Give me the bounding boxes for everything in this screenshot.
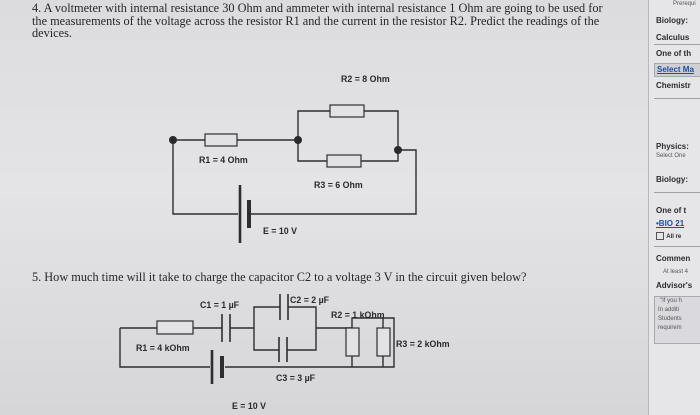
sidebar-note-line: requirem [658, 325, 682, 331]
c1-resistor-r1 [204, 133, 238, 147]
c2-resistor-r3 [376, 327, 391, 357]
c2-label-r1: R1 = 4 kOhm [136, 343, 190, 353]
c1-right-wire [250, 149, 417, 215]
c1-label-r1: R1 = 4 Ohm [199, 155, 248, 165]
c1-label-e: E = 10 V [263, 226, 297, 236]
c1-r3-wire-left [297, 140, 327, 162]
sidebar-physics-label: Physics: [656, 142, 689, 151]
c1-node [294, 136, 302, 144]
sidebar-biology2-label: Biology: [656, 175, 688, 184]
c2-label-c2: C2 = 2 µF [290, 295, 330, 305]
c1-label-r2: R2 = 8 Ohm [341, 74, 390, 84]
sidebar-select-major-dropdown[interactable]: Select Ma [654, 63, 700, 77]
sidebar-prereq-label: Prerequi [673, 1, 696, 7]
c2-label-c3: C3 = 3 µF [276, 373, 316, 383]
c1-r3-wire-right [361, 150, 399, 162]
c2-wire [351, 317, 395, 342]
sidebar-all-label: All re [666, 234, 682, 240]
circuit-2: C1 = 1 µF C2 = 2 µF R2 = 1 kOhm R1 = 4 k… [119, 294, 450, 411]
sidebar-comments-label: Commen [656, 254, 691, 263]
c2-resistor-r2 [345, 327, 360, 357]
c1-r2-wire-left [297, 110, 330, 140]
c2-wire [288, 306, 317, 328]
sidebar-advisors-label: Advisor's [656, 281, 693, 290]
c2-left-wire [119, 328, 210, 368]
sidebar-divider [654, 192, 700, 193]
sidebar-divider [654, 246, 700, 247]
sidebar-note-line: Students [658, 316, 682, 322]
c1-resistor-r2 [329, 104, 365, 118]
sidebar-panel: Prerequi Biology: Calculus One of th Sel… [648, 0, 700, 415]
c1-r2-wire-right [364, 110, 399, 150]
sidebar-select-one[interactable]: Select One [656, 153, 686, 159]
question-4-text: 4. A voltmeter with internal resistance … [32, 1, 603, 40]
sidebar-note-line: "If you h [660, 298, 682, 304]
sidebar-note-box: "If you h In additi Students requirem [654, 296, 700, 344]
sidebar-select-major-link[interactable]: Select Ma [657, 65, 694, 74]
sidebar-one-of-2-label: One of t [656, 206, 687, 215]
c1-resistor-r3 [326, 154, 362, 168]
circuit-diagrams: R1 = 4 Ohm R2 = 8 Ohm R3 = 6 Ohm E = 10 … [119, 74, 450, 411]
sidebar-calculus-label: Calculus [656, 33, 690, 42]
c1-node [169, 136, 177, 144]
c2-label-r3: R3 = 2 kOhm [396, 339, 450, 349]
c2-wire [253, 306, 280, 328]
sidebar-note-line: In additi [658, 307, 680, 313]
c2-bottom-wire [225, 342, 395, 368]
sidebar-at-least-text: At least 4 [663, 269, 689, 275]
circuit-1: R1 = 4 Ohm R2 = 8 Ohm R3 = 6 Ohm E = 10 … [169, 74, 417, 243]
c2-resistor-r1 [156, 320, 194, 335]
sidebar-divider [654, 98, 700, 99]
c2-label-r2: R2 = 1 kOhm [331, 310, 385, 320]
c1-node [394, 146, 402, 154]
c2-label-e: E = 10 V [232, 401, 266, 411]
c2-wire [287, 328, 317, 351]
question-5-text: 5. How much time will it take to charge … [32, 270, 527, 284]
sidebar-one-of-label: One of th [656, 49, 692, 58]
checkbox-icon[interactable] [656, 231, 664, 240]
c1-label-r3: R3 = 6 Ohm [314, 180, 363, 190]
document-page: 4. A voltmeter with internal resistance … [32, 1, 603, 411]
sidebar-all-checkbox-row[interactable]: All re [656, 231, 681, 240]
sidebar-bio21-link[interactable]: •BIO 21 [656, 219, 685, 228]
sidebar-chemistry-label: Chemistr [656, 81, 691, 90]
c2-label-c1: C1 = 1 µF [200, 300, 240, 310]
sidebar-divider [654, 44, 700, 45]
c2-wire [253, 328, 279, 351]
sidebar-biology-label: Biology: [656, 16, 688, 25]
c1-left-wire [172, 140, 238, 215]
